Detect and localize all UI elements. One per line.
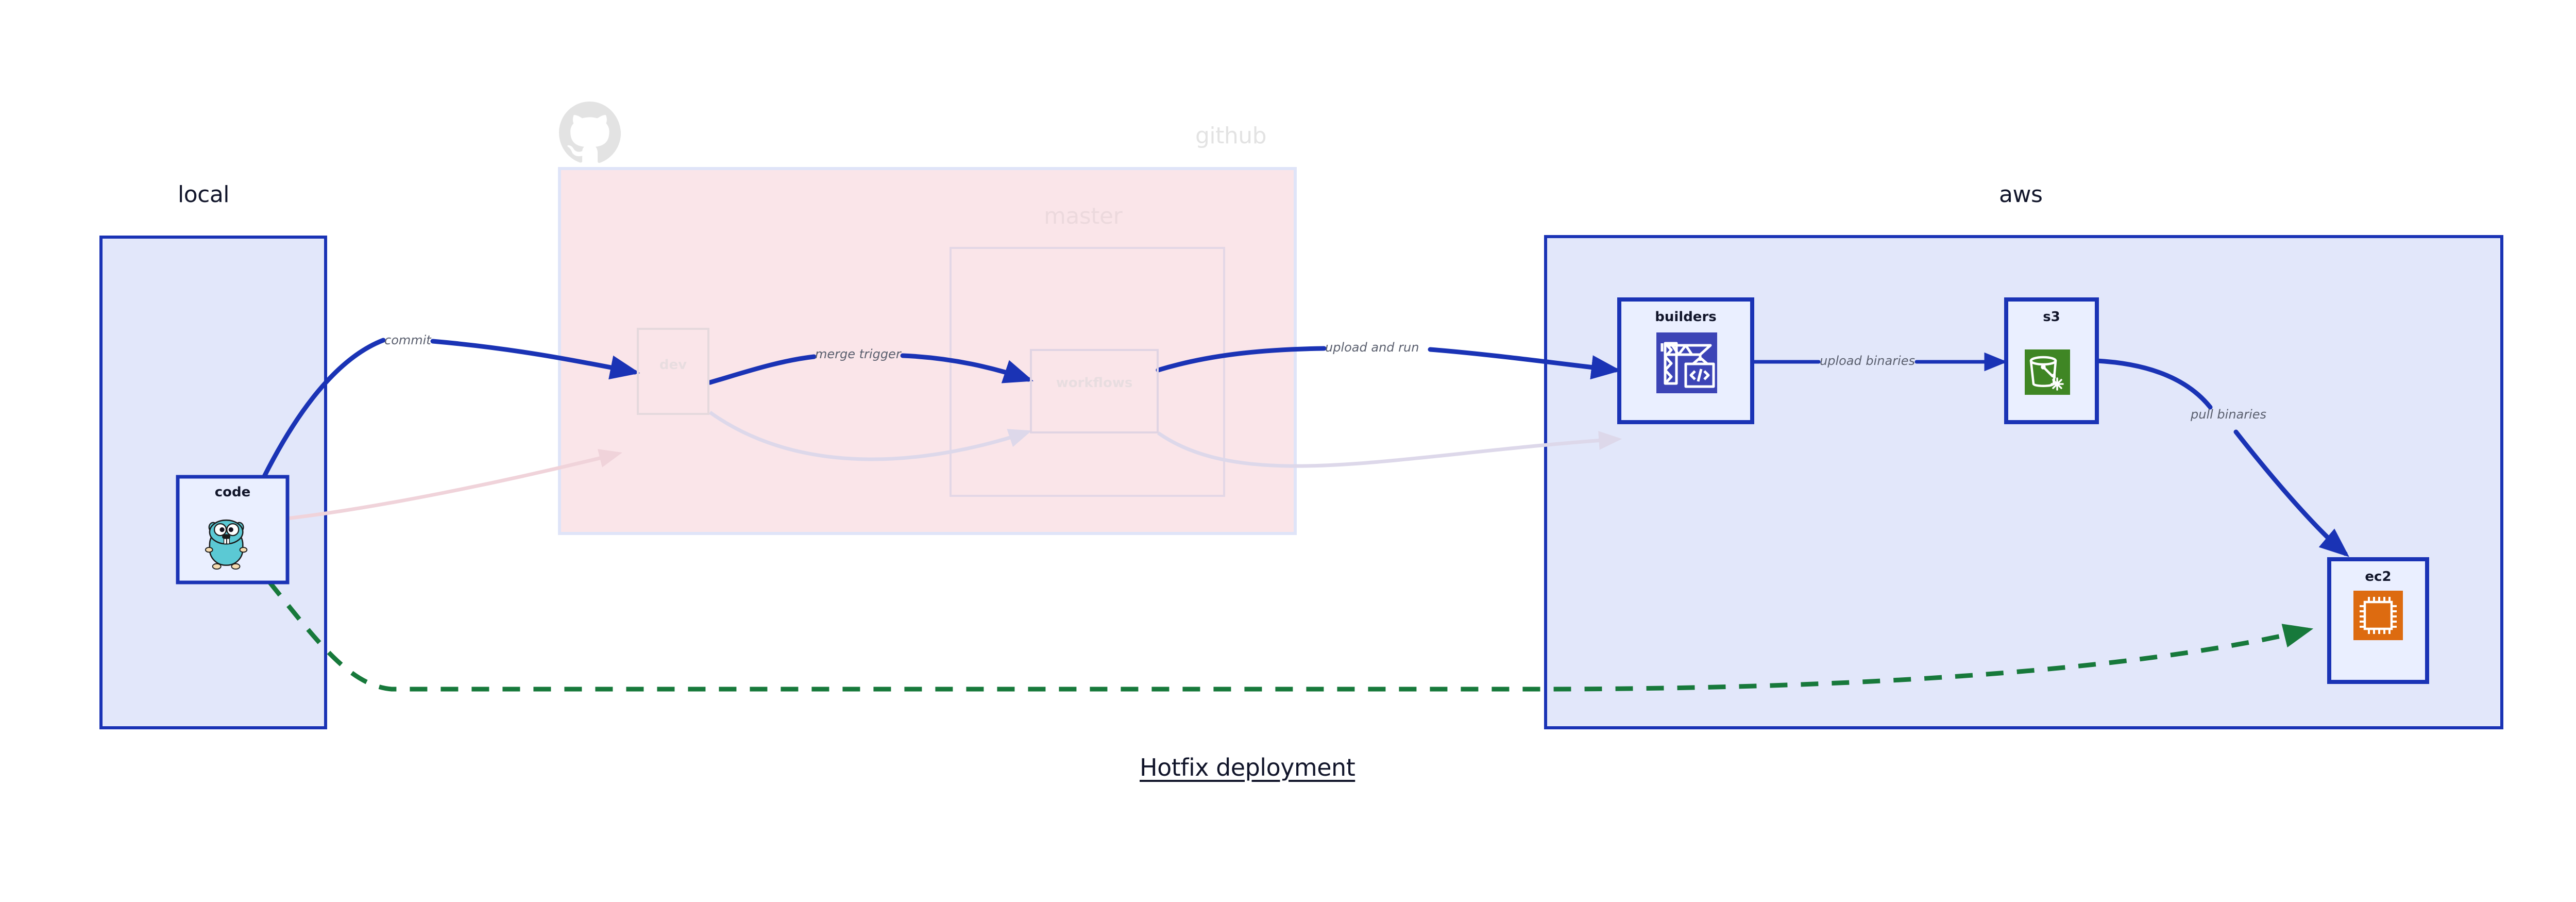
node-label-dev: dev — [659, 357, 687, 373]
cluster-label-master: master — [1044, 203, 1123, 229]
edge-merge-trigger-path — [707, 354, 817, 385]
edge-upload-run-path — [1156, 346, 1327, 373]
node-label-s3: s3 — [2043, 309, 2060, 325]
node-label-code: code — [214, 485, 251, 500]
node-dev[interactable] — [637, 328, 709, 415]
node-workflows[interactable] — [1030, 349, 1159, 433]
edge-label-upload-and-run: upload and run — [1325, 340, 1419, 355]
edge-pull-binaries-path — [2094, 358, 2213, 410]
ghost-edge-upload-run — [1157, 431, 1622, 468]
cluster-label-local: local — [178, 181, 230, 208]
node-label-builders: builders — [1655, 309, 1717, 325]
node-label-ec2: ec2 — [2365, 569, 2392, 584]
edge-commit-path — [260, 338, 386, 482]
aws-ec2-icon — [2353, 591, 2403, 640]
cluster-master — [950, 247, 1225, 497]
edge-label-upload-binaries: upload binaries — [1820, 354, 1915, 368]
aws-codebuild-icon — [1656, 332, 1717, 393]
ghost-edge-commit — [267, 449, 622, 523]
edge-upload-run-path2 — [1428, 347, 1621, 380]
cluster-github — [558, 167, 1297, 535]
cluster-label-github: github — [1195, 123, 1267, 149]
cluster-label-aws: aws — [1999, 181, 2043, 208]
edge-pull-binaries-path2 — [2233, 429, 2350, 557]
edge-label-merge-trigger: merge trigger — [815, 347, 901, 361]
go-gopher-icon — [205, 519, 248, 570]
node-label-workflows: workflows — [1056, 375, 1133, 391]
aws-s3-glacier-icon — [2025, 349, 2070, 395]
edge-label-commit: commit — [384, 333, 431, 347]
github-logo-icon — [559, 102, 621, 163]
edge-merge-trigger-path2 — [900, 353, 1033, 383]
edge-commit-path2 — [430, 339, 640, 380]
diagram-title: Hotfix deployment — [1140, 754, 1355, 781]
edge-hotfix-direct-path — [267, 580, 2314, 692]
edge-label-pull-binaries: pull binaries — [2191, 407, 2267, 422]
ghost-edge-merge — [708, 411, 1032, 461]
